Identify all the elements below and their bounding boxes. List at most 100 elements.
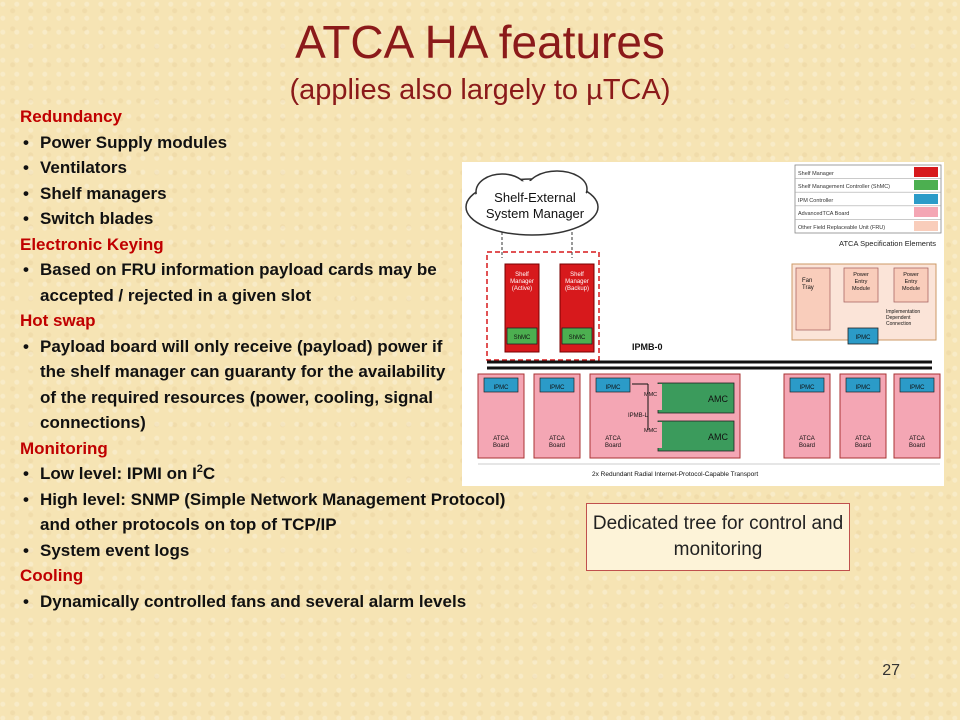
board-ipmc (899, 377, 935, 393)
atca-board-label: Board (493, 443, 509, 449)
legend-label: Shelf Manager (798, 171, 834, 177)
mmc-label: MMC (644, 392, 657, 398)
shmc-label: ShMC (514, 335, 531, 341)
atca-board-label: ATCA (855, 436, 871, 442)
power-entry-label: Entry (905, 279, 918, 285)
mmc-label: MMC (644, 428, 657, 434)
monitoring-list: Low level: IPMI on I2C High level: SNMP … (20, 461, 520, 563)
cloud-shape (465, 170, 599, 236)
list-item: Switch blades (20, 206, 520, 232)
board-ipmc (789, 377, 825, 393)
slide-title: ATCA HA features (295, 16, 665, 68)
shmc-backup (561, 327, 593, 345)
list-item-low-level: Low level: IPMI on I2C (20, 461, 520, 487)
list-item: Power Supply modules (20, 130, 520, 156)
atca-architecture-diagram: Shelf-External System Manager Shelf Mana… (462, 162, 944, 486)
atca-board-label: Board (909, 443, 925, 449)
legend-swatch-shelf-manager (914, 167, 938, 177)
power-entry-module-2 (893, 267, 929, 303)
superscript: 2 (196, 463, 203, 475)
legend-swatch-fru (914, 221, 938, 231)
low-level-text-end: C (202, 464, 216, 483)
legend-label: AdvancedTCA Board (798, 211, 849, 217)
low-level-text: Low level: IPMI on I (40, 464, 197, 483)
shelf-manager-enclosure (486, 251, 600, 361)
shelf-manager-active-label: (Active) (512, 286, 532, 292)
legend-swatch-shmc (914, 180, 938, 190)
cloud-label-line1: Shelf-External (494, 190, 576, 205)
ipmc-label: IPMC (910, 385, 926, 391)
list-item: High level: SNMP (Simple Network Managem… (20, 487, 520, 538)
fan-tray-label: Tray (802, 285, 814, 291)
legend-label: IPM Controller (798, 198, 833, 204)
shelf-manager-backup-label: Manager (565, 279, 589, 285)
page-number: 27 (882, 662, 900, 679)
mmc-2 (650, 422, 662, 448)
amc-label: AMC (708, 394, 729, 404)
shelf-manager-backup-label: Shelf (570, 272, 584, 278)
atca-board-label: ATCA (799, 436, 815, 442)
legend-swatch-ipmc (914, 194, 938, 204)
cloud-label-line2: System Manager (486, 206, 585, 221)
atca-board-label: ATCA (909, 436, 925, 442)
heading-electronic-keying: Electronic Keying (20, 234, 164, 254)
board-ipmc (595, 377, 631, 393)
list-item: Shelf managers (20, 181, 520, 207)
board-ipmc (539, 377, 575, 393)
mmc-1 (650, 384, 662, 410)
shmc-label: ShMC (569, 335, 586, 341)
ipmb0-label: IPMB-0 (632, 342, 663, 352)
ipmc-label: IPMC (856, 385, 872, 391)
impl-dep-label: Connection (886, 321, 912, 327)
power-entry-label: Module (852, 286, 870, 292)
redundancy-list: Power Supply modules Ventilators Shelf m… (20, 130, 520, 232)
legend-swatch-atca-board (914, 207, 938, 217)
shelf-manager-backup-label: (Backup) (565, 286, 589, 292)
atca-board-label: ATCA (549, 436, 565, 442)
legend-label: Shelf Management Controller (ShMC) (798, 184, 890, 190)
power-entry-label: Entry (855, 279, 868, 285)
list-item: System event logs (20, 538, 520, 564)
legend: Shelf Manager Shelf Management Controlle… (794, 164, 942, 234)
ipmc-label: IPMC (800, 385, 816, 391)
heading-cooling: Cooling (20, 566, 84, 585)
board-ipmc (483, 377, 519, 393)
atca-board-label: Board (549, 443, 565, 449)
power-entry-label: Power (853, 272, 869, 278)
atca-board-label: ATCA (605, 436, 621, 442)
atca-board-label: Board (605, 443, 621, 449)
bottom-caption: 2x Redundant Radial Internet-Protocol-Ca… (592, 471, 758, 478)
ipmc-label: IPMC (494, 385, 510, 391)
list-item: Ventilators (20, 155, 520, 181)
hot-swap-list: Payload board will only receive (payload… (20, 334, 520, 436)
atca-board-label: Board (799, 443, 815, 449)
atca-board-label: Board (855, 443, 871, 449)
shelf-manager-active-label: Manager (510, 279, 534, 285)
fan-tray-label: Fan (802, 278, 812, 284)
board-ipmc (845, 377, 881, 393)
list-item: Based on FRU information payload cards m… (20, 257, 460, 308)
cooling-list: Dynamically controlled fans and several … (20, 589, 520, 615)
ipmbl-label: IPMB-L (628, 413, 649, 419)
slide-subtitle: (applies also largely to µTCA) (289, 74, 671, 106)
bullet-content: Redundancy Power Supply modules Ventilat… (20, 104, 520, 614)
heading-redundancy: Redundancy (20, 107, 123, 126)
ipmc-label: IPMC (606, 385, 622, 391)
ipmc-label: IPMC (856, 335, 872, 341)
impl-dep-label: Dependent (886, 315, 911, 321)
callout-box: Dedicated tree for control and monitorin… (586, 503, 850, 571)
ipmc-label: IPMC (550, 385, 566, 391)
diagram-svg: Shelf-External System Manager Shelf Mana… (465, 164, 942, 478)
power-entry-module-1 (843, 267, 879, 303)
shelf-manager-active-label: Shelf (515, 272, 529, 278)
heading-hot-swap: Hot swap (20, 311, 96, 330)
list-item: Dynamically controlled fans and several … (20, 589, 520, 615)
fan-tray (795, 267, 831, 331)
heading-monitoring: Monitoring (20, 438, 108, 458)
impl-dep-label: Implementation (886, 309, 920, 315)
fru-ipmc (847, 327, 879, 345)
list-item: Payload board will only receive (payload… (20, 334, 460, 436)
amc-label: AMC (708, 432, 729, 442)
atca-board-label: ATCA (493, 436, 509, 442)
power-entry-label: Power (903, 272, 919, 278)
